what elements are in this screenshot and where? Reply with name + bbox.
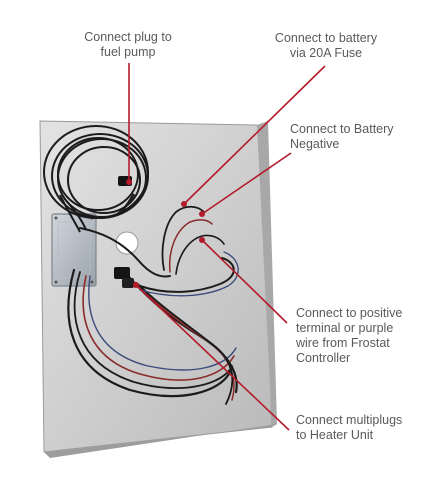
endpoint-dot: [199, 211, 205, 217]
label-multiplugs: Connect multiplugs to Heater Unit: [296, 413, 403, 442]
endpoint-dot: [126, 179, 132, 185]
mounting-hole: [115, 231, 139, 255]
junction-box: [51, 213, 97, 287]
coiled-wire-loom: [43, 125, 149, 233]
endpoint-dot: [199, 237, 205, 243]
label-battery-fuse: Connect to battery via 20A Fuse: [274, 31, 378, 60]
multiplug-connector: [114, 267, 130, 279]
leader-battery-negative: [201, 152, 292, 215]
leader-battery-fuse: [183, 65, 326, 205]
leader-endpoints: [126, 179, 205, 288]
endpoint-dot: [133, 282, 139, 288]
endpoint-dot: [181, 201, 187, 207]
main-wire-harness: [67, 205, 239, 405]
leader-positive-terminal: [201, 239, 288, 324]
label-battery-negative: Connect to Battery Negative: [290, 122, 394, 151]
metal-panel: [39, 120, 277, 458]
label-positive-terminal: Connect to positive terminal or purple w…: [296, 306, 403, 365]
leader-lines: [128, 63, 326, 431]
leader-multiplugs: [135, 284, 290, 431]
multiplug-connector-2: [122, 278, 134, 288]
label-fuel-pump: Connect plug to fuel pump: [84, 30, 172, 59]
